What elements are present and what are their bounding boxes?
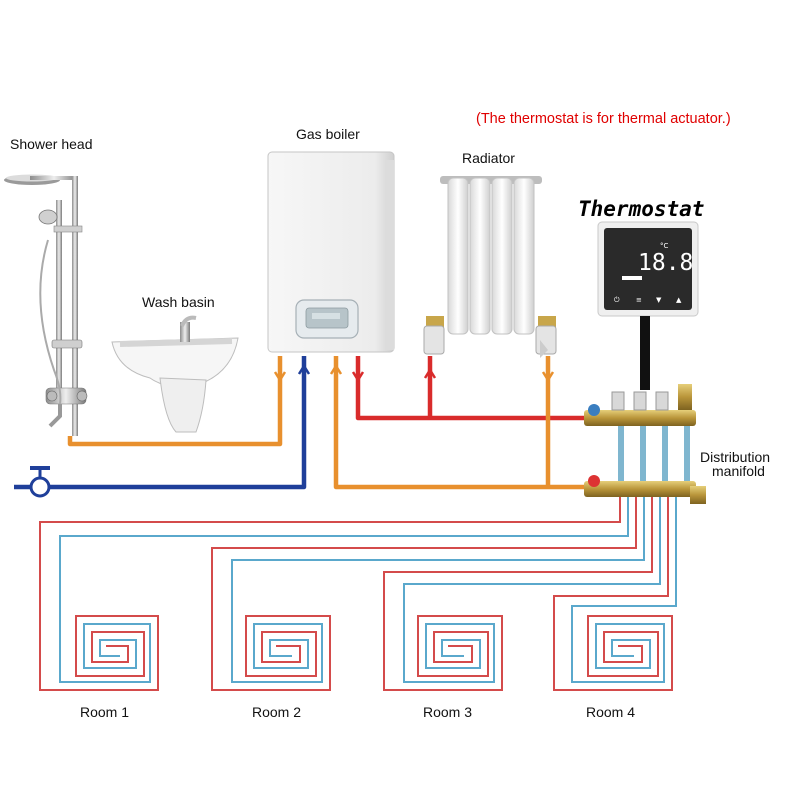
room-1-label: Room 1 [80,704,129,720]
room1-return-loop [59,497,629,683]
room-2-label: Room 2 [252,704,301,720]
return-pipe [333,356,586,490]
room1-supply-loop [39,497,621,691]
room3-supply-loop [383,497,653,691]
shower-head [4,174,88,436]
thermostat-temperature: 18.8 [638,250,693,276]
thermostat-device: 18.8 °C ⏻ ≡ ▼ ▲ [597,221,699,390]
room4-supply-loop [553,497,673,691]
cold-water-valve-icon [14,466,51,498]
room4-return-loop [571,497,677,683]
radiator [423,176,557,358]
gas-boiler-label: Gas boiler [296,126,360,142]
up-arrow-icon: ▲ [676,296,682,304]
power-icon: ⏻ [614,296,620,304]
supply-pipe [355,356,586,421]
shower-head-label: Shower head [10,136,93,152]
distribution-manifold-label-line1: Distribution [700,449,770,465]
radiator-label: Radiator [462,150,515,166]
pipes [44,356,586,490]
hot-water-pipe-bathroom [67,356,283,447]
wash-basin-label: Wash basin [142,294,215,310]
wash-basin [111,315,239,433]
flow-arrows [273,363,555,383]
thermostat-unit: °C [660,242,669,250]
cold-water-pipe [44,356,307,490]
room2-supply-loop [211,497,637,691]
menu-icon: ≡ [636,296,642,304]
gas-boiler [267,151,395,353]
thermal-actuator-note: (The thermostat is for thermal actuator.… [476,111,731,127]
distribution-manifold-label-line2: manifold [712,463,765,479]
thermostat-label: Thermostat [578,197,704,221]
floor-heating-loops [39,497,677,691]
room2-return-loop [231,497,645,683]
room3-return-loop [403,497,661,683]
distribution-manifold [584,384,706,504]
down-arrow-icon: ▼ [656,296,662,304]
room-3-label: Room 3 [423,704,472,720]
room-4-label: Room 4 [586,704,635,720]
